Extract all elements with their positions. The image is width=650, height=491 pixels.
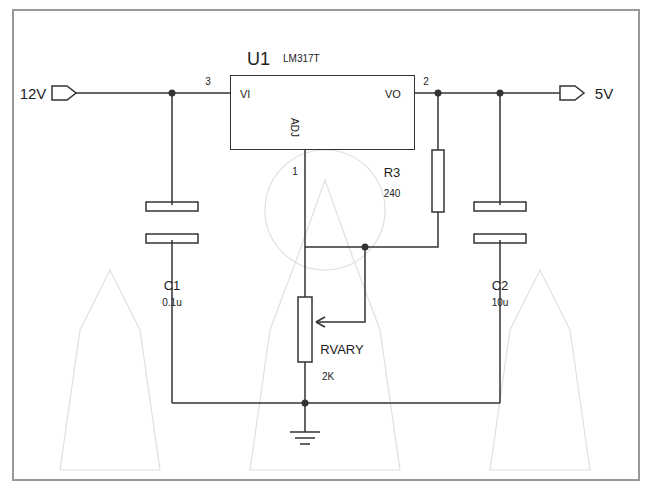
capacitor-plate: [146, 202, 198, 211]
part-value: 10u: [490, 297, 511, 309]
part-value: 0.1u: [160, 297, 183, 309]
part-value: 2K: [320, 371, 336, 383]
part-ref: RVARY: [318, 342, 365, 357]
regulator-box: U1LM317TVIVOADJ: [230, 75, 415, 150]
junction-dot: [435, 90, 442, 97]
junction-dot: [302, 400, 309, 407]
junction-dot: [169, 90, 176, 97]
pin-number: 3: [203, 76, 213, 88]
capacitor-plate: [474, 234, 526, 243]
wire: [499, 93, 501, 403]
pin-number: 2: [421, 76, 431, 88]
wiper-wire: [316, 247, 365, 322]
part-ref: C2: [490, 278, 511, 293]
watermark: [60, 150, 590, 470]
wire: [304, 150, 306, 432]
resistor-symbol: [432, 150, 444, 212]
wire: [76, 92, 230, 94]
part-ref: R3: [382, 165, 403, 180]
potentiometer-symbol: [298, 297, 312, 362]
pin-number: 1: [290, 166, 300, 178]
pin-name: VI: [240, 89, 250, 100]
output-port: [560, 86, 584, 100]
pin-name: ADJ: [289, 118, 299, 137]
frame: [13, 10, 639, 480]
capacitor-plate: [146, 234, 198, 243]
wiper-arrow: [316, 317, 325, 327]
capacitor-plate: [474, 202, 526, 211]
input-port: [52, 86, 76, 100]
pin-name: VO: [385, 89, 401, 100]
part-ref: C1: [162, 278, 183, 293]
net-label: 5V: [593, 85, 615, 102]
part-value: 240: [382, 188, 403, 200]
part-number: LM317T: [283, 54, 320, 64]
part-ref: U1: [247, 50, 270, 68]
wire: [171, 93, 173, 403]
net-label: 12V: [18, 85, 49, 102]
ground-symbol: [290, 432, 320, 444]
wire: [172, 402, 500, 404]
junction-dot: [362, 244, 369, 251]
junction-dot: [497, 90, 504, 97]
